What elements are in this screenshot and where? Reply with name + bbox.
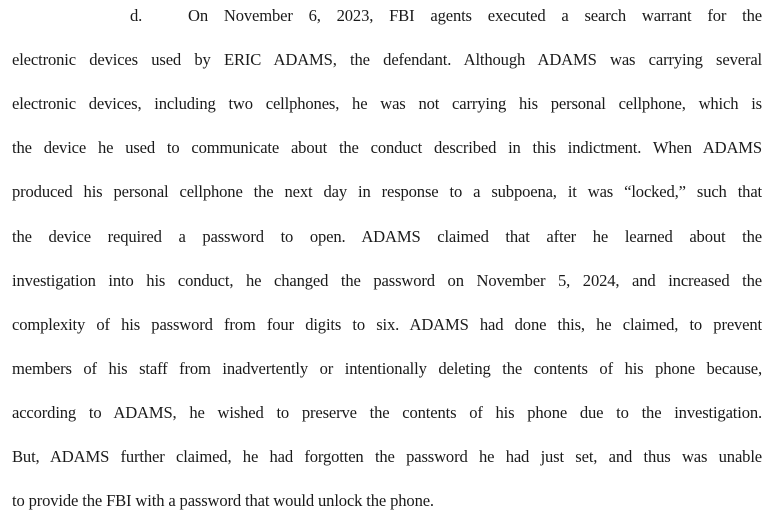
paragraph-line-5: produced his personal cellphone the next… — [12, 182, 762, 201]
paragraph-line-12: to provide the FBI with a password that … — [12, 491, 434, 510]
paragraph-line-7: investigation into his conduct, he chang… — [12, 271, 762, 290]
paragraph-line-10: according to ADAMS, he wished to preserv… — [12, 403, 762, 422]
paragraph-line-9: members of his staff from inadvertently … — [12, 359, 762, 378]
paragraph-line-6: the device required a password to open. … — [12, 227, 762, 246]
paragraph-line-1: d. On November 6, 2023, FBI agents execut… — [130, 4, 762, 28]
paragraph-line-2: electronic devices used by ERIC ADAMS, t… — [12, 50, 762, 69]
paragraph-line-8: complexity of his password from four dig… — [12, 315, 762, 334]
paragraph-line-11: But, ADAMS further claimed, he had forgo… — [12, 447, 762, 466]
paragraph-marker: d. — [130, 6, 143, 25]
paragraph-line-4: the device he used to communicate about … — [12, 138, 762, 157]
paragraph-line-3: electronic devices, including two cellph… — [12, 94, 762, 113]
paragraph-line-text: On November 6, 2023, FBI agents executed… — [188, 6, 762, 25]
